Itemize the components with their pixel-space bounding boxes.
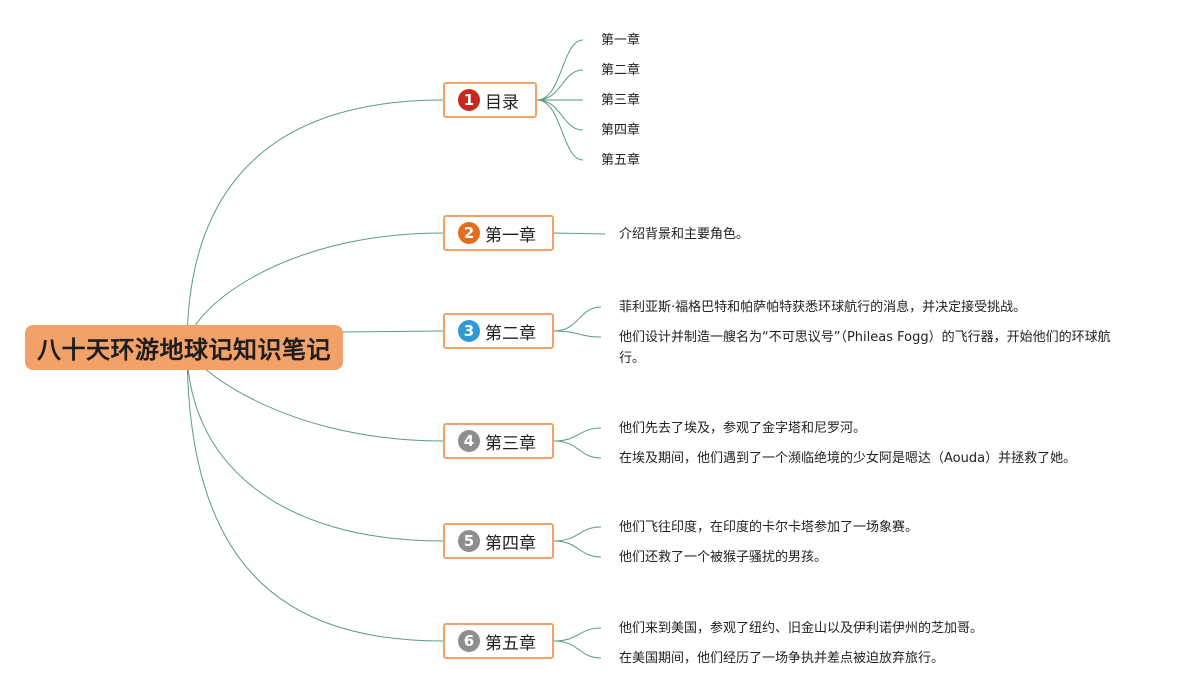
branch-connector <box>186 346 444 642</box>
leaf-connector <box>536 69 584 101</box>
leaf-connector <box>553 526 602 542</box>
leaf-topic[interactable]: 菲利亚斯·福格巴特和帕萨帕特获悉环球航行的消息，并决定接受挑战。 <box>619 300 1027 315</box>
leaf-topic[interactable]: 他们设计并制造一艘名为“不可思议号”（Phileas Fogg）的飞行器，开始他… <box>619 330 1111 366</box>
leaf-connector <box>553 540 602 558</box>
number-badge-icon: 3 <box>458 320 480 342</box>
leaf-connector <box>553 306 602 332</box>
branch-connector <box>342 330 444 333</box>
leaf-connector <box>553 640 602 659</box>
branch-label: 第四章 <box>485 533 536 554</box>
leaf-connector <box>536 39 584 101</box>
leaf-topic[interactable]: 他们来到美国，参观了纽约、旧金山以及伊利诺伊州的芝加哥。 <box>619 621 984 636</box>
leaf-topic[interactable]: 在埃及期间，他们遇到了一个濒临绝境的少女阿是嗯达（Aouda）并拯救了她。 <box>619 451 1077 466</box>
leaf-connector <box>553 427 602 442</box>
branch-label: 第三章 <box>485 433 536 454</box>
leaf-topic[interactable]: 他们先去了埃及，参观了金字塔和尼罗河。 <box>619 421 867 436</box>
leaf-topic[interactable]: 第五章 <box>601 153 641 168</box>
number-badge-icon: 4 <box>458 430 480 452</box>
branch-connector <box>186 99 444 348</box>
branch-label: 第一章 <box>485 225 536 246</box>
leaf-connector <box>553 627 602 642</box>
leaf-topic[interactable]: 他们飞往印度，在印度的卡尔卡塔参加了一场象赛。 <box>619 520 919 535</box>
leaf-topic[interactable]: 第四章 <box>601 123 641 138</box>
leaf-topic[interactable]: 他们还救了一个被猴子骚扰的男孩。 <box>619 550 828 565</box>
branch-label: 第二章 <box>485 323 536 344</box>
number-badge-icon: 5 <box>458 530 480 552</box>
leaf-topic[interactable]: 在美国期间，他们经历了一场争执并差点被迫放弃旅行。 <box>619 651 945 666</box>
leaf-topic[interactable]: 第一章 <box>601 33 641 48</box>
number-badge-icon: 6 <box>458 630 480 652</box>
leaf-connector <box>536 99 584 131</box>
branch-label: 目录 <box>485 92 519 113</box>
leaf-topic[interactable]: 第二章 <box>601 63 641 78</box>
branch-label: 第五章 <box>485 633 536 654</box>
number-badge-icon: 2 <box>458 222 480 244</box>
leaf-connector <box>553 232 606 235</box>
leaf-connector <box>536 99 584 161</box>
leaf-topic[interactable]: 第三章 <box>601 93 641 108</box>
root-topic[interactable]: 八十天环游地球记知识笔记 <box>25 325 343 370</box>
leaf-connector <box>553 330 602 338</box>
leaf-connector <box>553 440 602 459</box>
root-title: 八十天环游地球记知识笔记 <box>37 336 331 364</box>
branch-connector <box>186 346 444 542</box>
number-badge-icon: 1 <box>458 89 480 111</box>
leaf-topic[interactable]: 介绍背景和主要角色。 <box>619 227 750 242</box>
